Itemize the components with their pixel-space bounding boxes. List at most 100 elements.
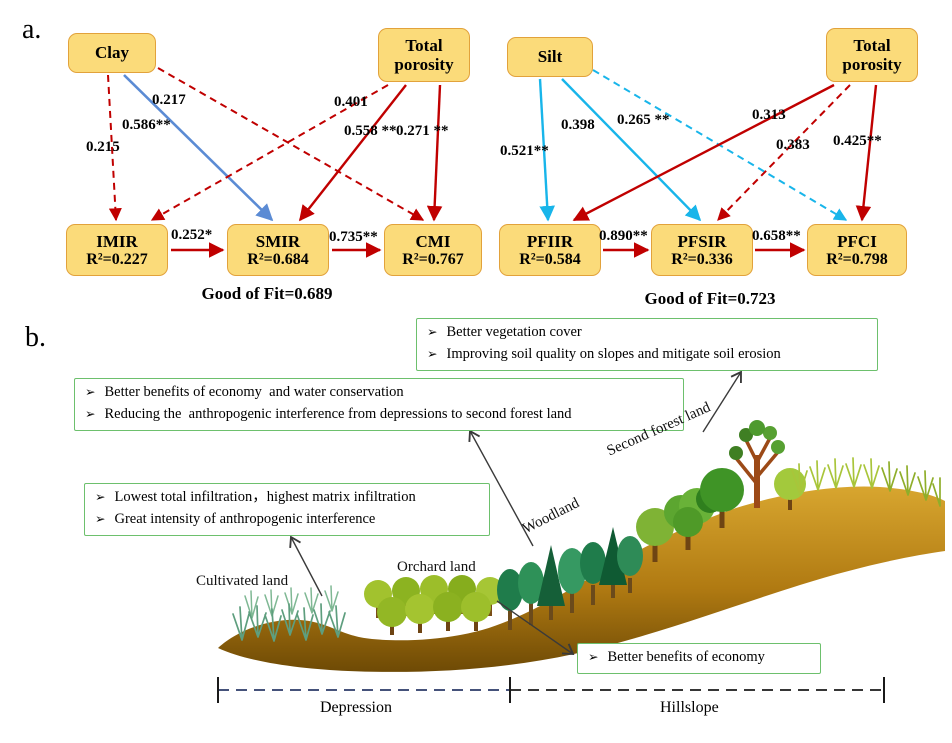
arrow-bullet-icon: ➢ <box>95 489 106 504</box>
callout-line: ➢ Reducing the anthropogenic interferenc… <box>85 404 673 426</box>
path-porosity-pfiir <box>572 83 835 222</box>
node-silt-label: Silt <box>537 47 563 67</box>
orchard-trees <box>364 575 504 635</box>
path-porosity-pfci <box>855 84 878 222</box>
node-silt: Silt <box>507 37 593 77</box>
node-label: PFIIR <box>526 231 574 251</box>
callout-economy: ➢ Better benefits of economy <box>577 643 821 674</box>
node-label: CMI <box>415 231 451 251</box>
path-porosity-pfsir <box>717 84 851 221</box>
coef-pfsir-pfci: 0.658** <box>752 228 801 244</box>
node-smir: SMIR R²=0.684 <box>227 224 329 276</box>
node-imir: IMIR R²=0.227 <box>66 224 168 276</box>
arrow-bullet-icon: ➢ <box>427 345 438 361</box>
callout-economy-water: ➢ Better benefits of economy and water c… <box>74 378 684 431</box>
coef-silt-pfsir: 0.398 <box>561 117 595 133</box>
node-pfci: PFCI R²=0.798 <box>807 224 907 276</box>
path-clay-cmi <box>157 67 425 221</box>
arrow-bullet-icon: ➢ <box>85 405 96 421</box>
node-label: PFSIR <box>677 231 727 251</box>
node-r2: R²=0.798 <box>826 250 888 268</box>
coef-clay-smir: 0.586** <box>122 117 171 133</box>
callout-line: ➢ Better vegetation cover <box>427 322 867 344</box>
node-pfiir: PFIIR R²=0.584 <box>499 224 601 276</box>
node-label: SMIR <box>255 231 301 251</box>
path-silt-pfsir <box>561 78 702 222</box>
label-depression: Depression <box>320 699 392 716</box>
coef-imir-smir: 0.252* <box>171 227 213 243</box>
node-label: PFCI <box>837 231 877 251</box>
path-porosity-smir <box>299 84 407 222</box>
coef-clay-imir: 0.215 <box>86 139 120 155</box>
sem-left-paths <box>107 67 443 258</box>
node-label: porosity <box>842 55 902 74</box>
node-total-porosity-right: Total porosity <box>826 28 918 82</box>
path-clay-imir <box>107 74 122 222</box>
arrow-bullet-icon: ➢ <box>588 649 599 664</box>
path-porosity-cmi <box>426 84 443 222</box>
node-r2: R²=0.227 <box>86 250 148 268</box>
arrow-bullet-icon: ➢ <box>427 324 438 339</box>
callout-vegetation: ➢ Better vegetation cover ➢ Improving so… <box>416 318 878 371</box>
goodness-of-fit-right: Good of Fit=0.723 <box>644 289 776 308</box>
node-r2: R²=0.767 <box>402 250 464 268</box>
goodness-of-fit-left: Good of Fit=0.689 <box>201 284 333 303</box>
coef-smir-cmi: 0.735** <box>329 229 378 245</box>
callout-text: Better benefits of economy <box>607 649 765 665</box>
label-cultivated-land: Cultivated land <box>196 573 289 589</box>
coef-clay-cmi: 0.217 <box>152 92 186 108</box>
connector-economy <box>496 600 575 656</box>
label-hillslope: Hillslope <box>660 699 719 716</box>
callout-line: ➢ Lowest total infiltration，highest matr… <box>95 487 479 509</box>
sem-right-paths <box>538 69 878 258</box>
panel-b-label: b. <box>25 322 46 353</box>
coef-porosity-pfci: 0.425** <box>833 133 882 149</box>
node-label: IMIR <box>96 231 138 251</box>
coef-silt-pfci: 0.383 <box>776 137 810 153</box>
path-clay-smir <box>123 74 274 222</box>
label-orchard-land: Orchard land <box>397 559 476 575</box>
coef-pfiir-pfsir: 0.890** <box>599 228 648 244</box>
node-pfsir: PFSIR R²=0.336 <box>651 224 753 276</box>
node-r2: R²=0.684 <box>247 250 309 268</box>
connector-economy-water <box>468 429 534 547</box>
arrow-bullet-icon: ➢ <box>95 510 106 526</box>
branched-tree <box>734 437 780 508</box>
woodland-trees <box>497 527 643 630</box>
arrow-bullet-icon: ➢ <box>85 384 96 399</box>
node-r2: R²=0.336 <box>671 250 733 268</box>
node-cmi: CMI R²=0.767 <box>384 224 482 276</box>
node-total-porosity-left: Total porosity <box>378 28 470 82</box>
hillcrest-grass <box>791 457 941 507</box>
callout-connectors <box>289 370 742 656</box>
coef-porosity-cmi: 0.271 ** <box>396 123 449 139</box>
callout-text: Better benefits of economy and water con… <box>104 384 404 400</box>
connector-infiltration <box>289 535 323 597</box>
node-clay-label: Clay <box>95 43 129 63</box>
path-porosity-imir <box>150 84 389 221</box>
coef-porosity-smir: 0.558 ** <box>344 123 397 139</box>
coef-porosity-pfiir: 0.265 ** <box>617 112 670 128</box>
second-forest-trees <box>636 420 806 562</box>
callout-text: Great intensity of anthropogenic interfe… <box>114 510 376 527</box>
connector-vegetation <box>702 370 742 433</box>
node-clay: Clay <box>68 33 156 73</box>
coef-silt-pfiir: 0.521** <box>500 143 549 159</box>
callout-text: Better vegetation cover <box>446 324 582 340</box>
node-label: Total <box>853 35 891 55</box>
callout-line: ➢ Better benefits of economy and water c… <box>85 382 673 404</box>
callout-text: Reducing the anthropogenic interference … <box>104 405 572 422</box>
callout-text: Improving soil quality on slopes and mit… <box>446 345 781 362</box>
callout-line: ➢ Improving soil quality on slopes and m… <box>427 344 867 366</box>
node-label: porosity <box>394 55 454 74</box>
node-label: Total <box>405 35 443 55</box>
callout-line: ➢ Great intensity of anthropogenic inter… <box>95 509 479 531</box>
node-r2: R²=0.584 <box>519 250 581 268</box>
callout-text: Lowest total infiltration，highest matrix… <box>114 489 416 505</box>
callout-line: ➢ Better benefits of economy <box>588 647 810 669</box>
coef-porosity-pfsir: 0.313 <box>752 107 786 123</box>
coef-porosity-imir: 0.401 <box>334 94 368 110</box>
cultivated-plants <box>232 585 346 642</box>
